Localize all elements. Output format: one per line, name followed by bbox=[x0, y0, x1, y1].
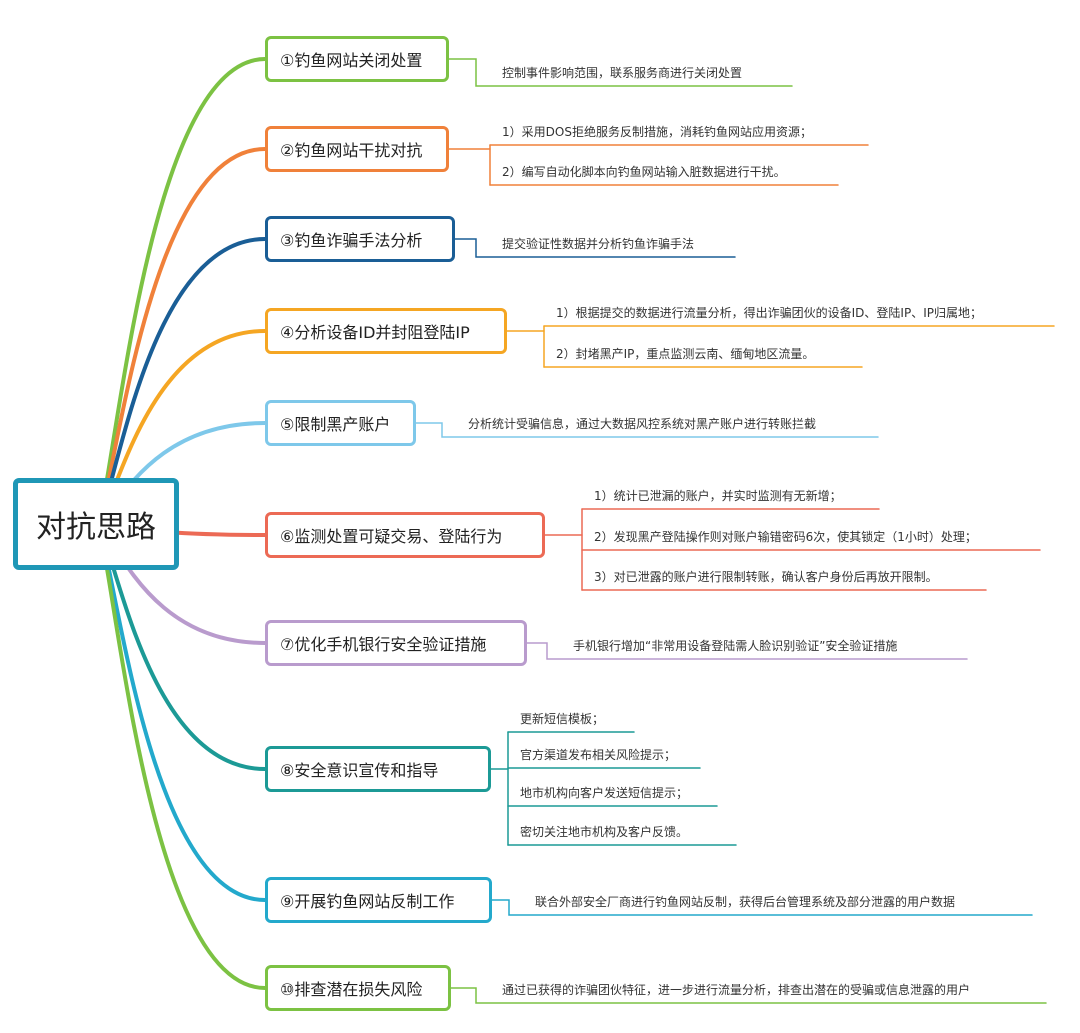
topic-label: ④分析设备ID并封阻登陆IP bbox=[280, 323, 470, 342]
topic-label: ⑧安全意识宣传和指导 bbox=[280, 761, 439, 780]
leaf-connector bbox=[415, 422, 879, 438]
root-topic[interactable]: 对抗思路 bbox=[13, 478, 179, 570]
topic-box[interactable]: ⑤限制黑产账户 bbox=[265, 400, 416, 446]
leaf-text: 2）发现黑产登陆操作则对账户输错密码6次，使其锁定（1小时）处理； bbox=[594, 530, 977, 544]
leaf-text: 3）对已泄露的账户进行限制转账，确认客户身份后再放开限制。 bbox=[594, 570, 938, 584]
leaf-text: 通过已获得的诈骗团伙特征，进一步进行流量分析，排查出潜在的受骗或信息泄露的用户 bbox=[502, 983, 971, 997]
leaf-connector bbox=[454, 238, 736, 258]
topic-box[interactable]: ⑩排查潜在损失风险 bbox=[265, 965, 451, 1011]
topic-label: ⑩排查潜在损失风险 bbox=[280, 980, 423, 999]
topic-box[interactable]: ①钓鱼网站关闭处置 bbox=[265, 36, 449, 82]
leaf-connector bbox=[526, 642, 968, 660]
topic-box[interactable]: ⑥监测处置可疑交易、登陆行为 bbox=[265, 512, 545, 558]
leaf-connector bbox=[448, 58, 793, 87]
leaf-text: 2）编写自动化脚本向钓鱼网站输入脏数据进行干扰。 bbox=[502, 165, 786, 179]
leaf-connector bbox=[450, 987, 1047, 1004]
topic-box[interactable]: ⑨开展钓鱼网站反制工作 bbox=[265, 877, 492, 923]
leaf-text: 分析统计受骗信息，通过大数据风控系统对黑产账户进行转账拦截 bbox=[468, 417, 817, 431]
topic-label: ⑥监测处置可疑交易、登陆行为 bbox=[280, 527, 503, 546]
leaf-text: 密切关注地市机构及客户反馈。 bbox=[520, 825, 689, 839]
leaf-text: 1）采用DOS拒绝服务反制措施，消耗钓鱼网站应用资源； bbox=[502, 125, 812, 139]
topic-label: ⑤限制黑产账户 bbox=[280, 415, 391, 434]
topic-box[interactable]: ⑦优化手机银行安全验证措施 bbox=[265, 620, 527, 666]
topic-box[interactable]: ③钓鱼诈骗手法分析 bbox=[265, 216, 455, 262]
leaf-text: 1）根据提交的数据进行流量分析，得出诈骗团伙的设备ID、登陆IP、IP归属地； bbox=[556, 306, 982, 320]
topic-label: ⑦优化手机银行安全验证措施 bbox=[280, 635, 487, 654]
leaf-text: 2）封堵黑产IP，重点监测云南、缅甸地区流量。 bbox=[556, 347, 815, 361]
leaf-text: 地市机构向客户发送短信提示； bbox=[520, 786, 689, 800]
leaf-text: 1）统计已泄漏的账户，并实时监测有无新增； bbox=[594, 489, 842, 503]
branch-connector bbox=[96, 522, 267, 990]
topic-label: ①钓鱼网站关闭处置 bbox=[280, 51, 423, 70]
topic-label: ②钓鱼网站干扰对抗 bbox=[280, 141, 423, 160]
branch-connector bbox=[96, 522, 267, 902]
topic-box[interactable]: ④分析设备ID并封阻登陆IP bbox=[265, 308, 507, 354]
root-topic-label: 对抗思路 bbox=[36, 510, 156, 545]
leaf-text: 提交验证性数据并分析钓鱼诈骗手法 bbox=[502, 237, 695, 251]
leaf-text: 更新短信模板； bbox=[520, 712, 605, 726]
topic-box[interactable]: ②钓鱼网站干扰对抗 bbox=[265, 126, 449, 172]
leaf-text: 控制事件影响范围，联系服务商进行关闭处置 bbox=[502, 66, 743, 80]
topic-label: ⑨开展钓鱼网站反制工作 bbox=[280, 892, 455, 911]
topic-label: ③钓鱼诈骗手法分析 bbox=[280, 231, 423, 250]
leaf-text: 手机银行增加“非常用设备登陆需人脸识别验证”安全验证措施 bbox=[573, 639, 898, 653]
leaf-text: 联合外部安全厂商进行钓鱼网站反制，获得后台管理系统及部分泄露的用户数据 bbox=[535, 895, 956, 909]
topic-box[interactable]: ⑧安全意识宣传和指导 bbox=[265, 746, 491, 792]
leaf-text: 官方渠道发布相关风险提示； bbox=[520, 748, 677, 762]
leaf-connector bbox=[491, 899, 1033, 916]
